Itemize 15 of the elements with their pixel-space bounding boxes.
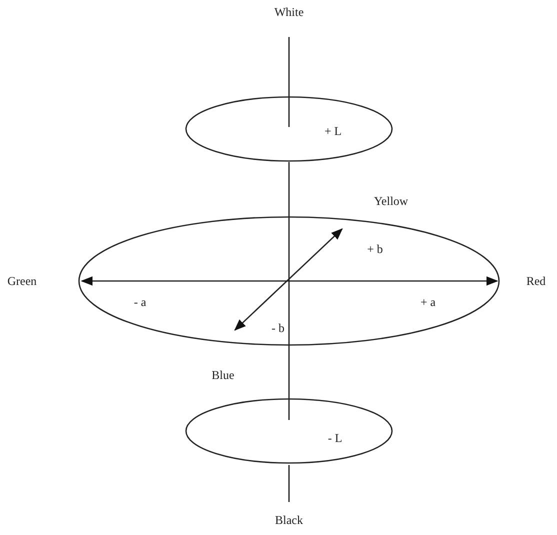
axis-sign-label: + L bbox=[324, 124, 342, 138]
chromaticity-ellipse bbox=[78, 216, 500, 346]
axis-sign-label: - L bbox=[328, 431, 342, 445]
color-direction-label: Red bbox=[526, 274, 546, 288]
color-direction-label: Black bbox=[275, 513, 303, 527]
color-direction-label: Blue bbox=[212, 368, 234, 382]
lightness-ellipse bbox=[185, 96, 393, 162]
axis-sign-label: + b bbox=[367, 242, 383, 256]
color-direction-label: Yellow bbox=[374, 194, 408, 208]
axis-sign-label: - a bbox=[134, 295, 146, 309]
axis-sign-label: + a bbox=[420, 295, 436, 309]
color-direction-label: White bbox=[274, 5, 304, 19]
lightness-ellipse bbox=[185, 398, 393, 464]
axis-sign-label: - b bbox=[272, 321, 284, 335]
color-direction-label: Green bbox=[7, 274, 37, 288]
